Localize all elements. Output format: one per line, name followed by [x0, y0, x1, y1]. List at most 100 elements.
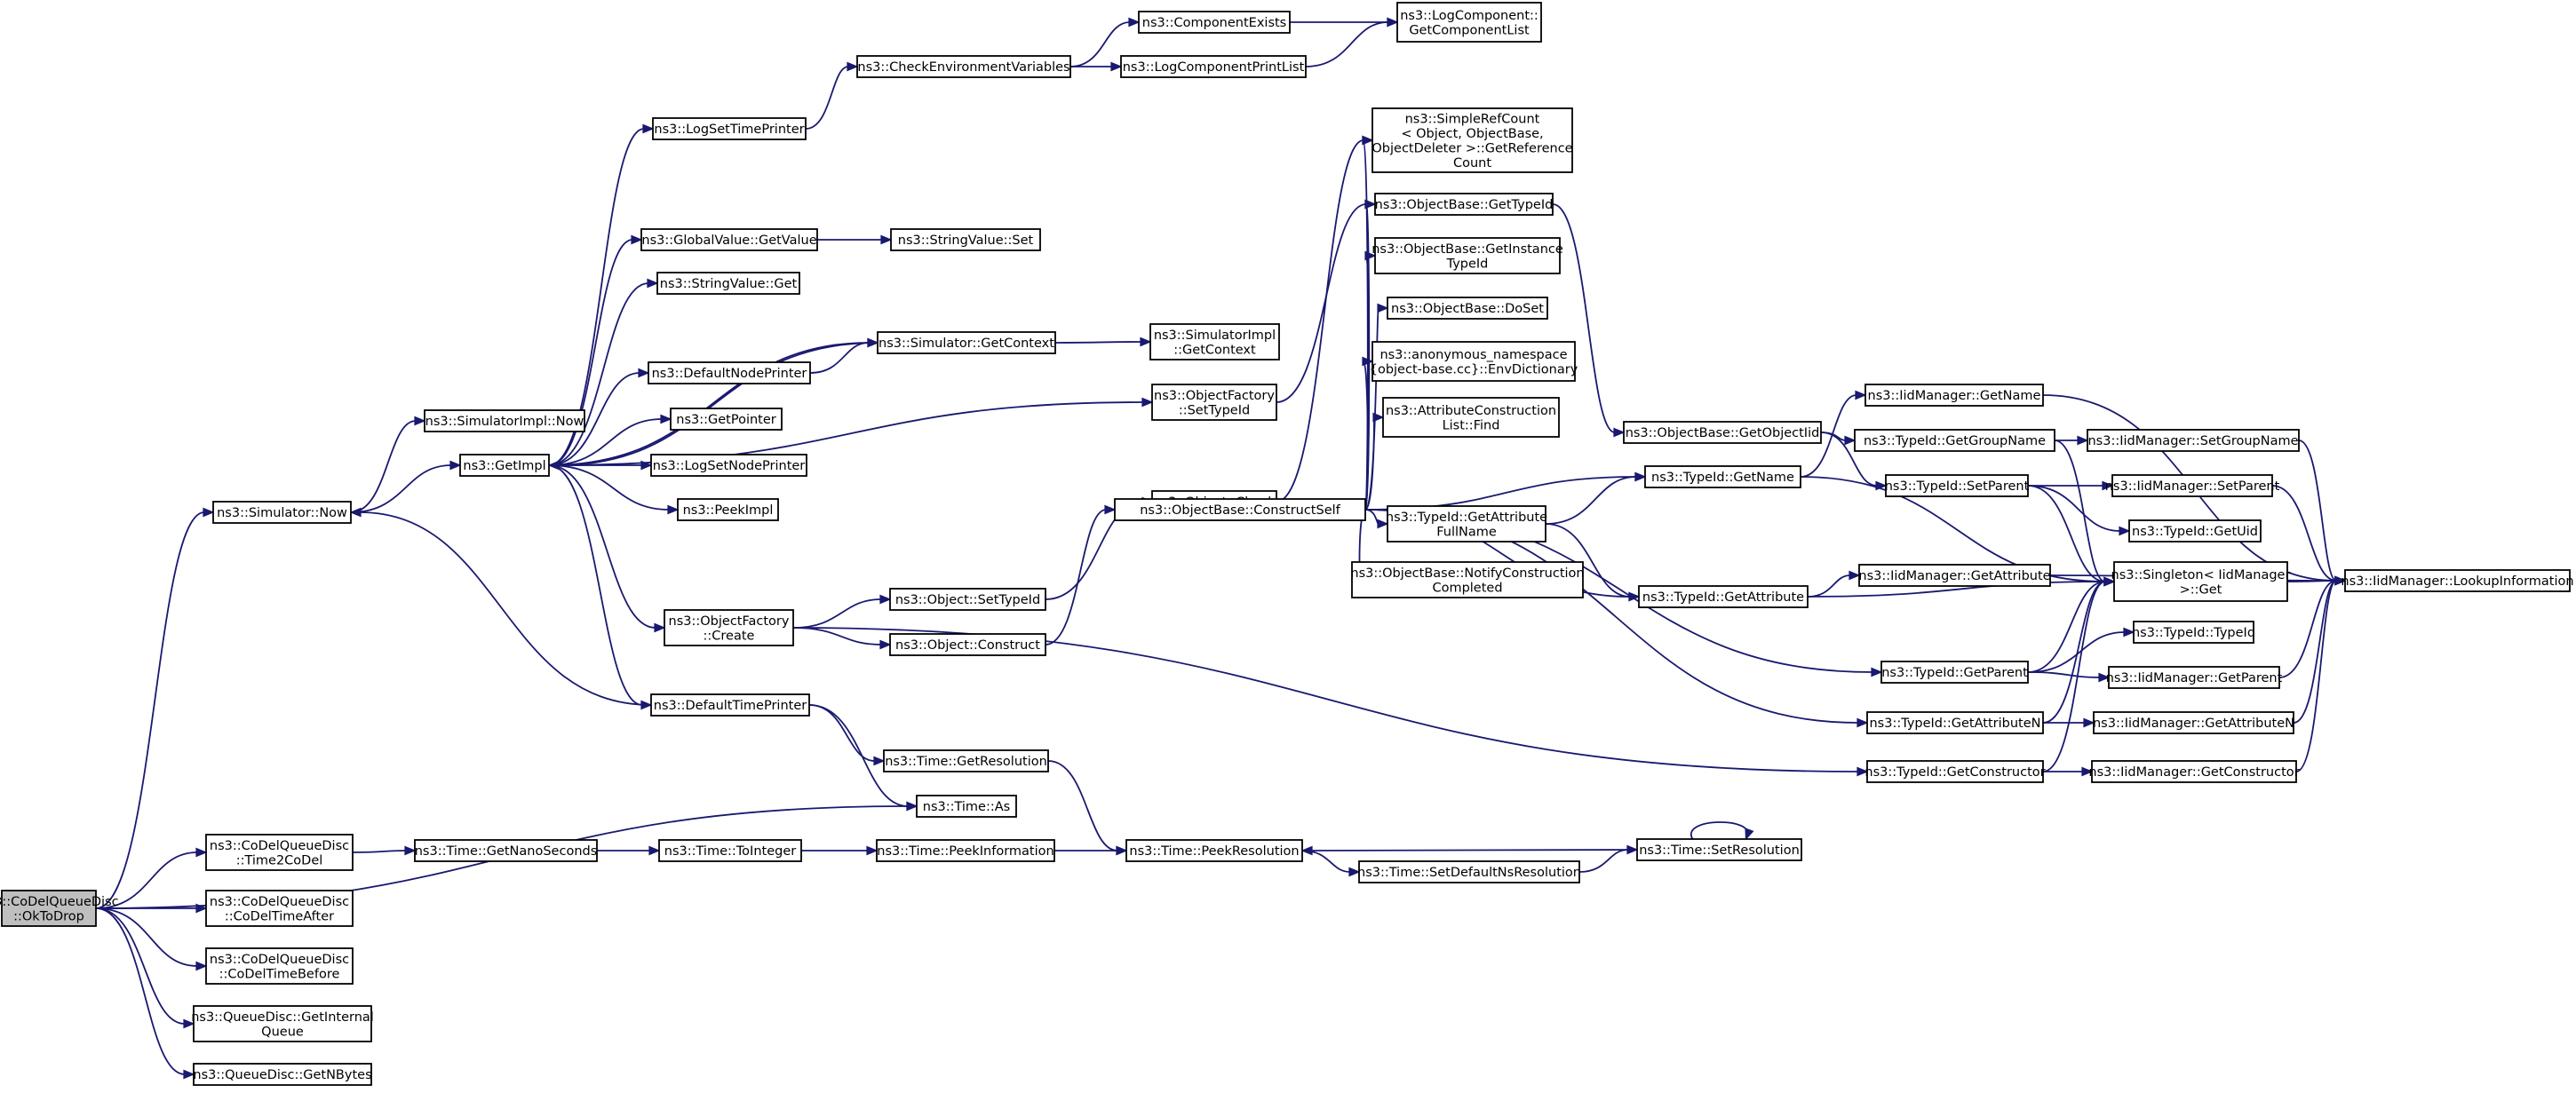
node-type-id-type-id[interactable]: ns3::TypeId::TypeId	[2132, 621, 2255, 644]
node-obj-construct[interactable]: ns3::Object::Construct	[889, 633, 1046, 656]
node-iid-get-attribute-n[interactable]: ns3::IidManager::GetAttributeN	[2093, 711, 2294, 734]
node-default-node-printer[interactable]: ns3::DefaultNodePrinter	[648, 361, 811, 384]
node-str-get[interactable]: ns3::StringValue::Get	[656, 272, 800, 295]
edge-arrowhead	[1128, 17, 1141, 28]
edge-line	[548, 418, 663, 466]
node-time-get-res[interactable]: ns3::Time::GetResolution	[883, 749, 1049, 772]
node-iid-get-attribute[interactable]: ns3::IidManager::GetAttribute	[1858, 564, 2051, 587]
node-label-line: ns3::ObjectBase::NotifyConstruction	[1350, 566, 1584, 581]
edge-line	[359, 511, 652, 706]
node-type-id-get-parent[interactable]: ns3::TypeId::GetParent	[1880, 661, 2029, 684]
node-singleton-get[interactable]: ns3::Singleton< IidManager>::Get	[2111, 561, 2291, 602]
node-comp-exists[interactable]: ns3::ComponentExists	[1138, 11, 1291, 34]
node-obdo-set[interactable]: ns3::ObjectBase::DoSet	[1387, 297, 1548, 320]
node-iid-set-group-name[interactable]: ns3::IidManager::SetGroupName	[2087, 429, 2300, 452]
node-label-line: ns3::TypeId::SetParent	[1885, 479, 2030, 494]
node-peek-info[interactable]: ns3::Time::PeekInformation	[876, 839, 1055, 862]
node-log-set-time-printer[interactable]: ns3::LogSetTimePrinter	[652, 117, 807, 140]
node-peek-resolution[interactable]: ns3::Time::PeekResolution	[1125, 839, 1303, 862]
node-iid-get-name[interactable]: ns3::IidManager::GetName	[1864, 384, 2044, 407]
node-sim-now[interactable]: ns3::Simulator::Now	[212, 501, 352, 524]
node-type-id-get-name[interactable]: ns3::TypeId::GetName	[1644, 465, 1801, 488]
edge-arrowhead	[203, 507, 215, 518]
node-get-pointer[interactable]: ns3::GetPointer	[670, 408, 783, 431]
edge-line	[350, 464, 452, 513]
node-box	[2128, 519, 2262, 543]
node-check-env[interactable]: ns3::CheckEnvironmentVariables	[856, 55, 1071, 78]
node-str-set[interactable]: ns3::StringValue::Set	[890, 228, 1041, 251]
node-simple-ref-count[interactable]: ns3::SimpleRefCount< Object, ObjectBase,…	[1371, 107, 1573, 173]
node-time-set-resolution[interactable]: ns3::Time::SetResolution	[1636, 838, 1802, 861]
node-sim-impl-now[interactable]: ns3::SimulatorImpl::Now	[424, 409, 585, 432]
node-type-id-get-uid[interactable]: ns3::TypeId::GetUid	[2128, 519, 2262, 543]
node-time2-co-del[interactable]: ns3::CoDelQueueDisc::Time2CoDel	[205, 834, 354, 871]
node-sim-get-context[interactable]: ns3::Simulator::GetContext	[877, 331, 1056, 354]
edge-type-id-get-attribute-n-to-singleton-get	[2042, 576, 2116, 724]
edge-type-id-get-parent-to-type-id-type-id	[2027, 627, 2135, 673]
node-sim-impl-get-context[interactable]: ns3::SimulatorImpl::GetContext	[1149, 323, 1280, 360]
node-env-dict[interactable]: ns3::anonymous_namespace{object-base.cc}…	[1370, 341, 1578, 382]
node-time-after[interactable]: ns3::CoDelQueueDisc::CoDelTimeAfter	[205, 890, 354, 927]
node-default-time-printer[interactable]: ns3::DefaultTimePrinter	[650, 693, 810, 717]
node-iid-get-parent[interactable]: ns3::IidManager::GetParent	[2106, 666, 2283, 689]
node-get-nbytes[interactable]: ns3::QueueDisc::GetNBytes	[193, 1063, 372, 1086]
node-ofcreate[interactable]: ns3::ObjectFactory::Create	[664, 609, 794, 646]
node-label-line: ns3::SimpleRefCount	[1405, 112, 1540, 126]
node-iid-get-constructor[interactable]: ns3::IidManager::GetConstructor	[2088, 760, 2300, 783]
node-type-id-get-attribute-n[interactable]: ns3::TypeId::GetAttributeN	[1866, 711, 2044, 734]
node-notify-construction[interactable]: ns3::ObjectBase::NotifyConstructionCompl…	[1350, 561, 1585, 598]
node-type-id-set-parent[interactable]: ns3::TypeId::SetParent	[1885, 474, 2030, 497]
edge-line	[2298, 440, 2337, 582]
node-label-line: ns3::TypeId::GetAttribute	[1642, 590, 1804, 605]
node-log-comp-print-list[interactable]: ns3::LogComponentPrintList	[1120, 55, 1307, 78]
edge-arrowhead	[2123, 627, 2135, 638]
node-construct-self[interactable]: ns3::ObjectBase::ConstructSelf	[1114, 498, 1366, 521]
edge-arrowhead	[2077, 435, 2089, 446]
node-obget-type-id[interactable]: ns3::ObjectBase::GetTypeId	[1374, 193, 1554, 216]
node-get-impl[interactable]: ns3::GetImpl	[459, 454, 550, 477]
node-gvget-value[interactable]: ns3::GlobalValue::GetValue	[640, 228, 818, 251]
node-log-set-node-printer[interactable]: ns3::LogSetNodePrinter	[650, 454, 807, 477]
node-get-nano-seconds[interactable]: ns3::Time::GetNanoSeconds	[414, 839, 598, 862]
node-iid-set-parent[interactable]: ns3::IidManager::SetParent	[2105, 474, 2280, 497]
edge-line	[1364, 509, 1379, 525]
node-set-default-ns[interactable]: ns3::Time::SetDefaultNsResolution	[1357, 860, 1581, 883]
node-label-line: ns3::GetImpl	[463, 459, 545, 473]
node-iid-lookup[interactable]: ns3::IidManager::LookupInformation	[2341, 569, 2574, 592]
node-type-id-get-attribute[interactable]: ns3::TypeId::GetAttribute	[1638, 585, 1809, 608]
node-box	[856, 55, 1071, 78]
node-peek-impl[interactable]: ns3::PeekImpl	[677, 498, 779, 521]
node-ofset-type-id[interactable]: ns3::ObjectFactory::SetTypeId	[1151, 384, 1277, 421]
edge-line	[792, 627, 882, 646]
node-label-line: ns3::GlobalValue::GetValue	[641, 234, 816, 248]
edge-line	[548, 401, 1144, 466]
edge-line	[1363, 360, 1369, 511]
node-label-line: ns3::ObjectBase::GetTypeId	[1375, 198, 1554, 212]
node-box	[656, 272, 800, 295]
node-box	[212, 501, 352, 524]
node-ok-to-drop[interactable]: ns3::CoDelQueueDisc::OkToDrop	[0, 890, 119, 927]
node-time-as[interactable]: ns3::Time::As	[916, 795, 1017, 818]
node-label-line: ns3::Time::As	[923, 800, 1010, 814]
node-label-line: ns3::Time::ToInteger	[664, 844, 796, 859]
edge-line	[1552, 203, 1616, 433]
edge-line	[95, 851, 198, 909]
node-label-line: ns3::anonymous_namespace	[1379, 348, 1567, 362]
node-type-id-get-group-name[interactable]: ns3::TypeId::GetGroupName	[1854, 429, 2055, 452]
node-obget-object-iid[interactable]: ns3::ObjectBase::GetObjectIid	[1623, 421, 1822, 444]
node-label-line: ns3::SimulatorImpl	[1154, 329, 1276, 343]
edge-arrowhead	[1613, 427, 1626, 438]
edge-arrowhead	[1387, 17, 1399, 28]
node-box	[652, 117, 807, 140]
edge-get-impl-to-get-pointer	[548, 414, 672, 466]
node-log-comp-list[interactable]: ns3::LogComponent::GetComponentList	[1396, 2, 1542, 43]
node-obj-set-type-id[interactable]: ns3::Object::SetTypeId	[889, 588, 1046, 611]
node-type-id-get-constructor[interactable]: ns3::TypeId::GetConstructor	[1864, 760, 2046, 783]
edge-check-env-to-comp-exists	[1069, 17, 1141, 67]
node-to-integer[interactable]: ns3::Time::ToInteger	[658, 839, 802, 862]
node-time-before[interactable]: ns3::CoDelQueueDisc::CoDelTimeBefore	[205, 947, 354, 985]
